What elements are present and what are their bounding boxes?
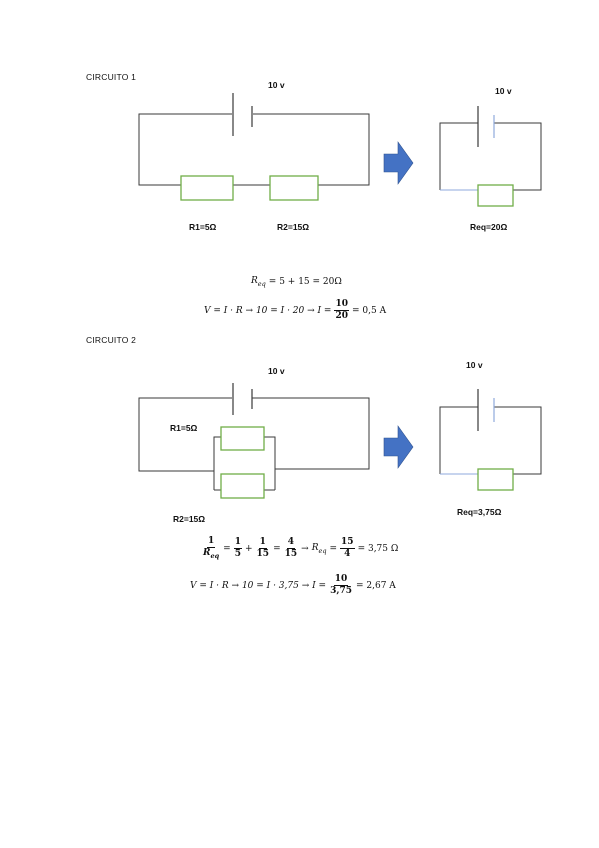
fraction-numerator: 15: [340, 537, 355, 550]
req-symbol: R: [251, 276, 258, 286]
circuit1-wiring: [138, 113, 370, 186]
fraction-numerator: 1: [206, 536, 216, 549]
equals-sign: =: [329, 543, 338, 554]
req-subscript: eq: [318, 546, 327, 555]
ohm-lhs: V = I · R → 10 = I · 3,75 → I =: [190, 580, 327, 591]
circuit1-eq-wiring: [439, 122, 542, 191]
req-symbol: R: [311, 542, 319, 553]
circuit2-eq-resistor: [477, 468, 514, 491]
ohm-result: = 0,5 A: [352, 305, 387, 316]
fraction-numerator: 10: [333, 574, 349, 587]
req-result: = 3,75 Ω: [357, 543, 399, 554]
fraction-numerator: 1: [233, 537, 242, 550]
circuit1-eq-resistor: [477, 184, 514, 207]
req-symbol: R: [203, 548, 211, 559]
fraction-numerator: 4: [286, 537, 295, 550]
req-subscript: eq: [257, 279, 266, 288]
ohm-lhs: V = I · R → 10 = I · 20 → I =: [204, 305, 332, 316]
circuit1-r2-label: R2=15Ω: [277, 222, 310, 232]
circuit1-battery: [232, 93, 253, 136]
circuit1-eq-battery: [477, 106, 495, 147]
circuit2-eq-voltage-label: 10 v: [466, 360, 483, 370]
plus-sign: +: [244, 543, 253, 554]
circuit1-req-label: Req=20Ω: [470, 222, 508, 232]
req-sum: = 5 + 15 = 20Ω: [268, 276, 342, 287]
circuit1-voltage-label: 10 v: [268, 80, 285, 90]
circuit2-arrow-icon: [383, 425, 414, 469]
fraction-denominator: 20: [335, 311, 348, 322]
arrow-symbol: →: [301, 543, 309, 554]
circuit2-eq-battery: [477, 389, 495, 431]
circuit1-formula-req: Req = 5 + 15 = 20Ω: [251, 276, 342, 288]
fraction-denominator: 5: [234, 549, 241, 560]
circuit1-resistor-r2: [269, 175, 319, 201]
circuit2-heading: CIRCUITO 2: [86, 335, 137, 345]
circuit2-resistor-r1: [220, 426, 265, 451]
circuit1-arrow-icon: [383, 141, 414, 185]
fraction-denominator: Req: [202, 548, 220, 560]
circuit2-voltage-label: 10 v: [268, 366, 285, 376]
circuit2-r1-label: R1=5Ω: [170, 423, 198, 433]
fraction-denominator: 4: [344, 549, 351, 560]
circuit1-resistor-r1: [180, 175, 234, 201]
ohm-result: = 2,67 A: [355, 580, 396, 591]
fraction-denominator: 3,75: [330, 586, 352, 597]
circuit1-heading: CIRCUITO 1: [86, 72, 137, 82]
req-subscript: eq: [210, 552, 220, 561]
equals-sign: =: [223, 543, 231, 554]
fraction-numerator: 10: [334, 299, 349, 312]
circuit1-r1-label: R1=5Ω: [189, 222, 217, 232]
circuit2-eq-wiring: [439, 406, 542, 475]
circuit2-req-label: Req=3,75Ω: [457, 507, 502, 517]
circuit2-r2-label: R2=15Ω: [173, 514, 206, 524]
circuit2-battery: [232, 383, 253, 415]
circuit2-resistor-r2: [220, 473, 265, 499]
equals-sign: =: [273, 543, 281, 554]
fraction-denominator: 15: [256, 549, 270, 560]
circuit1-eq-voltage-label: 10 v: [495, 86, 512, 96]
fraction-denominator: 15: [284, 549, 298, 560]
fraction-numerator: 1: [258, 537, 267, 550]
